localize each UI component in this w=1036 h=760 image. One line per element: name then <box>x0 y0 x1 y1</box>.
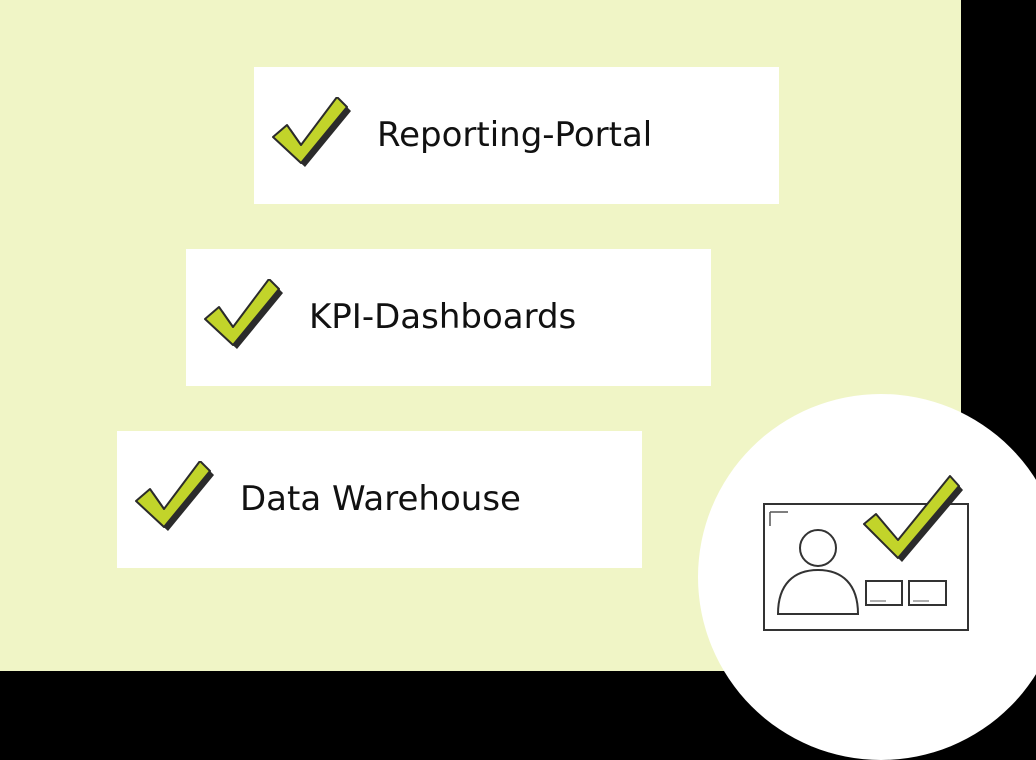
profile-card-verified-icon <box>763 475 969 631</box>
illustration-circle <box>698 394 1036 760</box>
feature-card-data-warehouse: Data Warehouse <box>117 431 642 568</box>
checkmark-icon <box>135 461 214 531</box>
feature-label: Data Warehouse <box>240 479 521 519</box>
feature-card-kpi-dashboards: KPI-Dashboards <box>186 249 711 386</box>
checkmark-icon <box>272 97 351 167</box>
feature-label: KPI-Dashboards <box>309 297 577 337</box>
checkmark-icon <box>204 279 283 349</box>
feature-label: Reporting-Portal <box>377 115 653 155</box>
feature-card-reporting-portal: Reporting-Portal <box>254 67 779 204</box>
